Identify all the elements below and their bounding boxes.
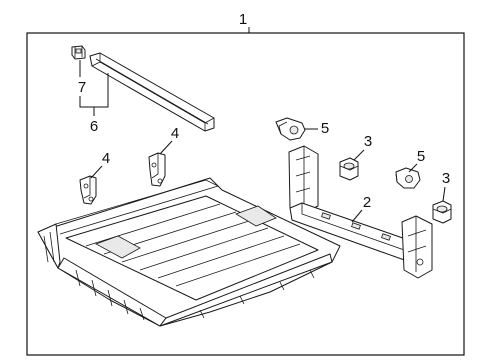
callout-3-right-label: 3 <box>442 170 450 187</box>
part-6-rail[interactable] <box>89 52 215 132</box>
callout-5-upper[interactable]: 5 <box>305 120 329 137</box>
part-2-crossmember[interactable] <box>288 145 433 279</box>
callout-4-lower[interactable]: 4 <box>90 150 110 179</box>
callout-5-right-label: 5 <box>417 148 425 165</box>
part-3-mount-right[interactable] <box>432 200 452 224</box>
callout-1[interactable]: 1 <box>239 11 250 33</box>
part-7-clip[interactable] <box>71 45 86 60</box>
part-3-mount-upper[interactable] <box>339 157 359 181</box>
pickup-bed[interactable] <box>37 177 341 327</box>
callout-6-label: 6 <box>90 118 98 135</box>
part-5-hook-upper[interactable] <box>275 117 306 141</box>
callout-2[interactable]: 2 <box>351 194 371 223</box>
callout-7-label: 7 <box>78 79 86 96</box>
callout-1-label: 1 <box>239 11 247 28</box>
callout-3-upper-label: 3 <box>364 133 372 150</box>
callout-4-upper[interactable]: 4 <box>159 125 179 155</box>
callout-7[interactable]: 7 <box>78 60 86 96</box>
callout-5-right[interactable]: 5 <box>408 148 425 173</box>
callout-3-right[interactable]: 3 <box>442 170 450 202</box>
callout-2-label: 2 <box>363 194 371 211</box>
callout-4-upper-label: 4 <box>171 125 179 142</box>
part-4-bracket-lower[interactable] <box>79 175 97 205</box>
callout-4-lower-label: 4 <box>102 150 110 167</box>
callout-5-upper-label: 5 <box>321 120 329 137</box>
diagram-frame <box>26 32 465 356</box>
part-4-bracket-upper[interactable] <box>148 152 166 187</box>
part-5-hook-right[interactable] <box>395 167 421 189</box>
callout-6[interactable]: 6 <box>79 73 109 135</box>
callout-3-upper[interactable]: 3 <box>353 133 372 161</box>
